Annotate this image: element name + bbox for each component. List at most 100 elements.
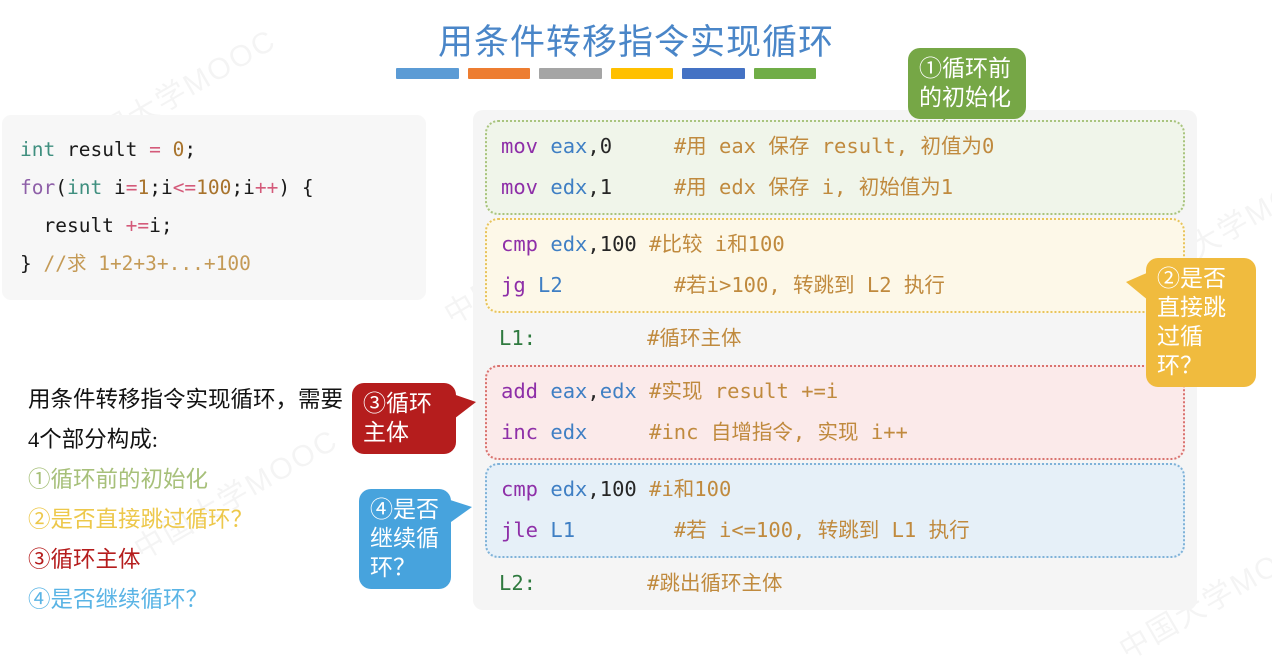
callout-2-tail — [1126, 272, 1149, 301]
asm-mnemonic: cmp — [501, 232, 539, 256]
asm-operand-immediate: 0 — [599, 134, 613, 158]
asm-operand-register: L1 — [538, 518, 576, 542]
underline-bar-6 — [753, 68, 816, 79]
asm-operand-register: L2 — [525, 273, 563, 297]
asm-row: inc edx #inc 自增指令, 实现 i++ — [501, 412, 1173, 453]
c-keyword-for: for — [20, 176, 56, 199]
callout-skip-loop: ②是否 直接跳 过循环？ — [1146, 258, 1256, 387]
c-identifier-i-2: i; — [149, 214, 173, 237]
callout-continue-loop: ④是否 继续循 环？ — [359, 489, 451, 589]
asm-spacer — [575, 518, 674, 542]
page-title: 用条件转移指令实现循环 — [437, 23, 834, 62]
c-number-one: 1 — [137, 176, 150, 199]
c-sep-2: ;i — [231, 176, 255, 199]
explanation-item-4: ④是否继续循环？ — [28, 587, 209, 612]
c-number-zero: 0 — [160, 138, 185, 161]
asm-block-6: L2: #跳出循环主体 — [485, 561, 1185, 606]
callout-loop-body: ③循环 主体 — [352, 383, 456, 454]
c-operator-assign-2: = — [125, 176, 138, 199]
c-paren-open: ( — [55, 176, 67, 199]
explanation-item-2: ②是否直接跳过循环？ — [28, 507, 254, 532]
asm-operand-register: edx — [538, 232, 588, 256]
explanation-lead: 用条件转移指令实现循环，需要4个部分构成: — [28, 387, 344, 452]
asm-operand-separator: , — [587, 232, 600, 256]
underline-bar-5 — [682, 68, 745, 79]
underline-bar-3 — [539, 68, 602, 79]
asm-mnemonic: mov — [501, 134, 539, 158]
asm-mnemonic: cmp — [501, 477, 539, 501]
title-underline-bars — [396, 68, 816, 79]
asm-mnemonic: add — [501, 379, 539, 403]
explanation-item-3: ③循环主体 — [28, 547, 141, 572]
asm-operand-register: eax — [538, 134, 588, 158]
asm-operand-immediate: 100 — [599, 477, 637, 501]
asm-mnemonic: mov — [501, 175, 539, 199]
c-identifier-result-2: result — [20, 214, 126, 237]
c-keyword-int: int — [20, 138, 56, 161]
asm-operand-immediate: 100 — [599, 232, 637, 256]
asm-comment: #inc 自增指令, 实现 i++ — [649, 420, 908, 444]
asm-comment: #用 edx 保存 i, 初始值为1 — [673, 175, 954, 199]
asm-row: cmp edx,100 #i和100 — [501, 469, 1173, 510]
asm-spacer — [637, 232, 649, 256]
asm-row: jle L1 #若 i<=100, 转跳到 L1 执行 — [501, 510, 1173, 551]
asm-operand-register: eax — [538, 379, 588, 403]
c-source-card: int result = 0;for(int i=1;i<=100;i++) {… — [2, 115, 426, 300]
asm-operand-separator: , — [587, 134, 600, 158]
asm-spacer — [536, 571, 647, 595]
asm-spacer — [587, 420, 649, 444]
asm-operand-register-2: edx — [599, 379, 637, 403]
asm-comment: #若i>100, 转跳到 L2 执行 — [673, 273, 945, 297]
asm-operand-separator: , — [587, 175, 600, 199]
underline-bar-2 — [467, 68, 530, 79]
c-brace-close: } — [20, 252, 44, 275]
asm-operand-register: edx — [538, 175, 588, 199]
c-identifier-result: result — [55, 138, 150, 161]
asm-spacer — [612, 134, 674, 158]
c-number-hundred: 100 — [196, 176, 232, 199]
c-sep-1: ;i — [149, 176, 173, 199]
asm-comment: #用 eax 保存 result, 初值为0 — [673, 134, 995, 158]
asm-spacer — [637, 477, 649, 501]
explanation-block: 用条件转移指令实现循环，需要4个部分构成: ①循环前的初始化 ②是否直接跳过循环… — [28, 380, 348, 620]
asm-row: mov eax,0 #用 eax 保存 result, 初值为0 — [501, 126, 1173, 167]
c-code-line-3: result +=i; — [20, 207, 408, 245]
asm-row: add eax,edx #实现 result +=i — [501, 371, 1173, 412]
asm-mnemonic: jle — [501, 518, 539, 542]
asm-comment: #循环主体 — [647, 326, 742, 350]
asm-spacer — [612, 175, 674, 199]
underline-bar-1 — [396, 68, 459, 79]
c-operator-lte: <= — [172, 176, 197, 199]
c-code-line-2: for(int i=1;i<=100;i++) { — [20, 169, 408, 207]
asm-comment: #实现 result +=i — [649, 379, 839, 403]
asm-spacer — [563, 273, 674, 297]
asm-operand-immediate: 1 — [599, 175, 613, 199]
asm-operand-register: edx — [538, 420, 588, 444]
asm-spacer — [637, 379, 649, 403]
underline-bar-4 — [610, 68, 673, 79]
asm-label: L1: — [499, 326, 537, 350]
c-paren-close-brace: ) { — [278, 176, 314, 199]
asm-spacer — [536, 326, 647, 350]
asm-label: L2: — [499, 571, 537, 595]
c-keyword-int-2: int — [66, 176, 103, 199]
c-comment-sum: //求 1+2+3+...+100 — [43, 252, 251, 275]
asm-row: mov edx,1 #用 edx 保存 i, 初始值为1 — [501, 167, 1173, 208]
asm-row: cmp edx,100 #比较 i和100 — [501, 224, 1173, 265]
c-code-line-4: } //求 1+2+3+...+100 — [20, 245, 408, 283]
asm-row: L2: #跳出循环主体 — [499, 563, 1175, 604]
c-operator-incr: ++ — [254, 176, 279, 199]
asm-row: L1: #循环主体 — [499, 318, 1175, 359]
asm-mnemonic: jg — [501, 273, 526, 297]
asm-operand-register: edx — [538, 477, 588, 501]
callout-loop-init: ①循环前 的初始化 — [908, 48, 1026, 119]
asm-row: jg L2 #若i>100, 转跳到 L2 执行 — [501, 265, 1173, 306]
asm-comment: #跳出循环主体 — [647, 571, 783, 595]
explanation-item-1: ①循环前的初始化 — [28, 467, 209, 492]
c-operator-assign: = — [149, 138, 161, 161]
asm-mnemonic: inc — [501, 420, 539, 444]
